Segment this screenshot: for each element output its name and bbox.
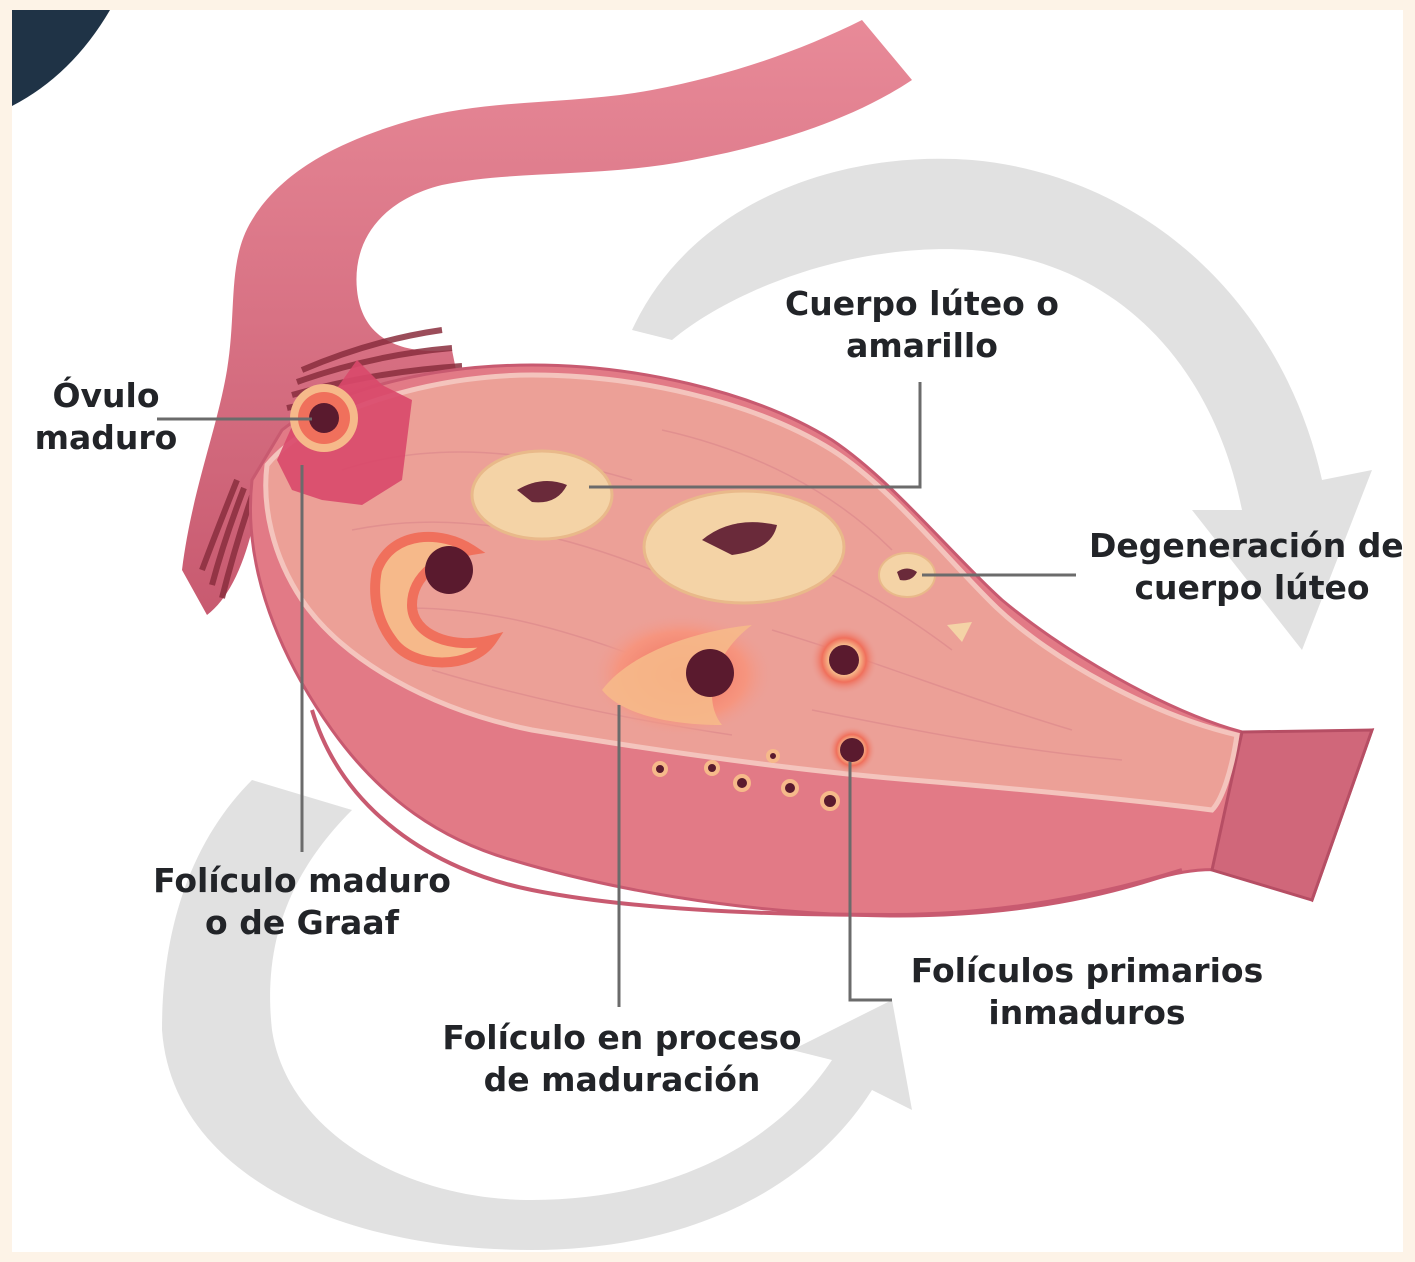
label-degeneracion-cuerpo-luteo: Degeneración del cuerpo lúteo <box>1052 525 1403 609</box>
label-ovulo-maduro: Óvulo maduro <box>18 375 194 459</box>
corner-accent <box>12 10 110 106</box>
ovary-illustration <box>250 360 1372 916</box>
label-foliculo-graaf: Folículo maduro o de Graaf <box>107 860 497 944</box>
label-foliculos-primarios: Folículos primarios inmaduros <box>877 950 1297 1034</box>
diagram-panel: Óvulo maduro Cuerpo lúteo o amarillo Deg… <box>12 10 1403 1252</box>
label-cuerpo-luteo: Cuerpo lúteo o amarillo <box>732 283 1112 367</box>
label-foliculo-proceso: Folículo en proceso de maduración <box>402 1017 842 1101</box>
